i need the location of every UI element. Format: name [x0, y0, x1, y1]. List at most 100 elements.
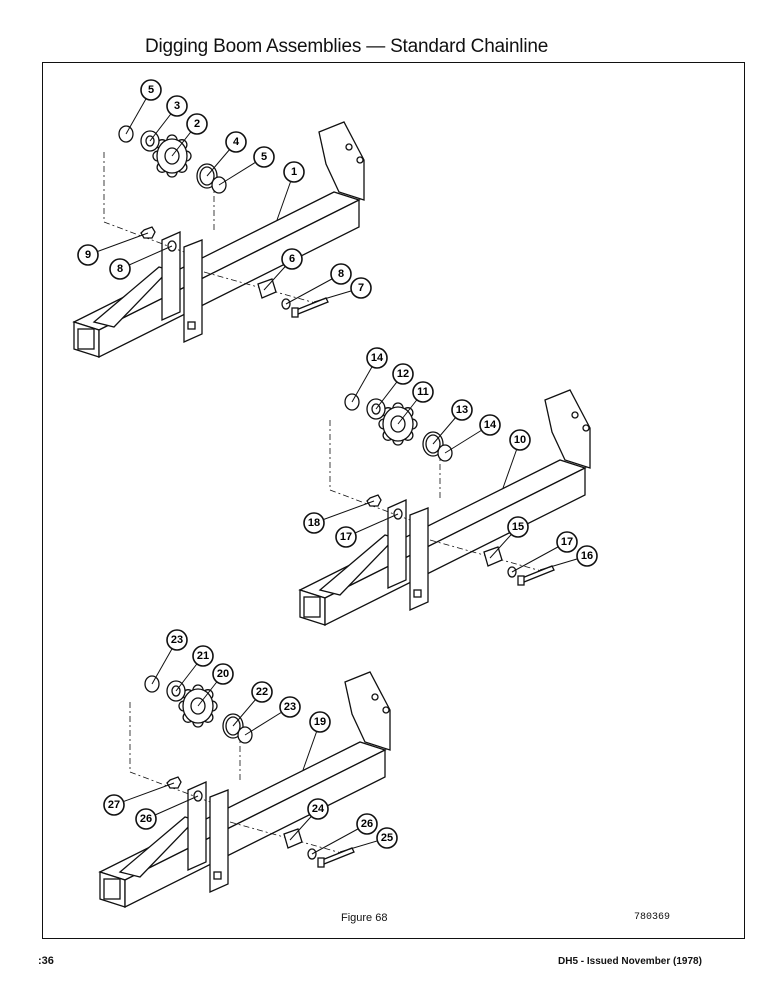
callout-circle: [366, 347, 388, 369]
callout-circle: [192, 645, 214, 667]
callout-balloon: 27: [103, 794, 125, 816]
callout-label: 11: [417, 386, 429, 398]
callout-label: 8: [117, 263, 123, 275]
rear-mount-bracket: [544, 389, 591, 469]
side-plate-right: [183, 239, 203, 344]
callout-circle: [356, 813, 378, 835]
rear-mount-bracket: [318, 121, 365, 201]
mount-hole: [382, 706, 390, 714]
callout-balloon: 15: [507, 516, 529, 538]
idler-sprocket: [178, 684, 218, 728]
callout-balloon: 20: [212, 663, 234, 685]
callout-balloon: 19: [309, 711, 331, 733]
callout-circle: [212, 663, 234, 685]
callout-balloon: 2: [186, 113, 208, 135]
callout-balloon: 8: [330, 263, 352, 285]
callout-circle: [309, 711, 331, 733]
callout-label: 12: [397, 368, 409, 380]
callout-label: 19: [314, 716, 326, 728]
callout-circle: [509, 429, 531, 451]
callout-balloon: 7: [350, 277, 372, 299]
callout-circle: [451, 399, 473, 421]
callout-label: 7: [358, 282, 364, 294]
callout-balloon: 26: [135, 808, 157, 830]
callout-label: 24: [312, 803, 325, 815]
page-number: :36: [38, 955, 54, 967]
callout-balloon: 8: [109, 258, 131, 280]
callout-label: 3: [174, 100, 180, 112]
callout-label: 14: [371, 352, 384, 364]
callout-circle: [253, 146, 275, 168]
callout-circle: [376, 827, 398, 849]
callout-circle: [392, 363, 414, 385]
mount-hole: [582, 424, 590, 432]
callout-balloon: 3: [166, 95, 188, 117]
bolt-head: [317, 857, 325, 868]
callout-balloon: 17: [556, 531, 578, 553]
callout-label: 2: [194, 118, 200, 130]
assembly-line: [329, 420, 411, 521]
callout-circle: [556, 531, 578, 553]
side-plate-left: [161, 230, 181, 322]
callout-balloon: 22: [251, 681, 273, 703]
callout-label: 25: [381, 832, 393, 844]
callout-label: 26: [361, 818, 373, 830]
callout-label: 5: [261, 151, 267, 163]
idler-sprocket: [378, 402, 418, 446]
page-title: Digging Boom Assemblies — Standard Chain…: [145, 36, 549, 57]
callout-circle: [251, 681, 273, 703]
callout-circle: [303, 512, 325, 534]
callout-circle: [283, 161, 305, 183]
callout-label: 16: [581, 550, 593, 562]
assembly-line: [129, 702, 211, 803]
callout-label: 15: [512, 521, 524, 533]
callout-circle: [281, 248, 303, 270]
callout-circle: [335, 526, 357, 548]
mount-hole: [345, 143, 353, 151]
spacer: [483, 546, 503, 567]
bolt-head: [291, 307, 299, 318]
callout-label: 26: [140, 813, 152, 825]
callout-balloon: 17: [335, 526, 357, 548]
callout-balloon: 9: [77, 244, 99, 266]
callout-label: 10: [514, 434, 526, 446]
figure-frame: [42, 62, 745, 939]
callout-balloon: 16: [576, 545, 598, 567]
plate-slot: [187, 321, 196, 330]
spacer: [257, 278, 277, 299]
callout-circle: [77, 244, 99, 266]
callout-balloon: 23: [279, 696, 301, 718]
callout-label: 20: [217, 668, 229, 680]
callout-label: 18: [308, 517, 320, 529]
callout-label: 9: [85, 249, 91, 261]
boom-tube-opening: [303, 596, 321, 618]
callout-circle: [507, 516, 529, 538]
side-plate-right: [409, 507, 429, 612]
side-plate-left: [387, 498, 407, 590]
callout-balloon: 10: [509, 429, 531, 451]
callout-label: 22: [256, 686, 268, 698]
lock-nut: [166, 776, 182, 789]
callout-label: 23: [284, 701, 296, 713]
callout-label: 14: [484, 419, 497, 431]
callout-balloon: 14: [366, 347, 388, 369]
callout-balloon: 11: [412, 381, 434, 403]
mount-hole: [371, 693, 379, 701]
callout-label: 21: [197, 650, 209, 662]
callout-label: 8: [338, 268, 344, 280]
callout-circle: [109, 258, 131, 280]
callout-balloon: 13: [451, 399, 473, 421]
callout-circle: [576, 545, 598, 567]
callout-label: 13: [456, 404, 468, 416]
boom-tube-side: [124, 748, 386, 909]
callout-balloon: 24: [307, 798, 329, 820]
callout-circle: [479, 414, 501, 436]
callout-label: 6: [289, 253, 295, 265]
issue-date: DH5 - Issued November (1978): [558, 956, 702, 967]
callout-circle: [350, 277, 372, 299]
lock-nut: [140, 226, 156, 239]
callout-balloon: 18: [303, 512, 325, 534]
callout-circle: [140, 79, 162, 101]
